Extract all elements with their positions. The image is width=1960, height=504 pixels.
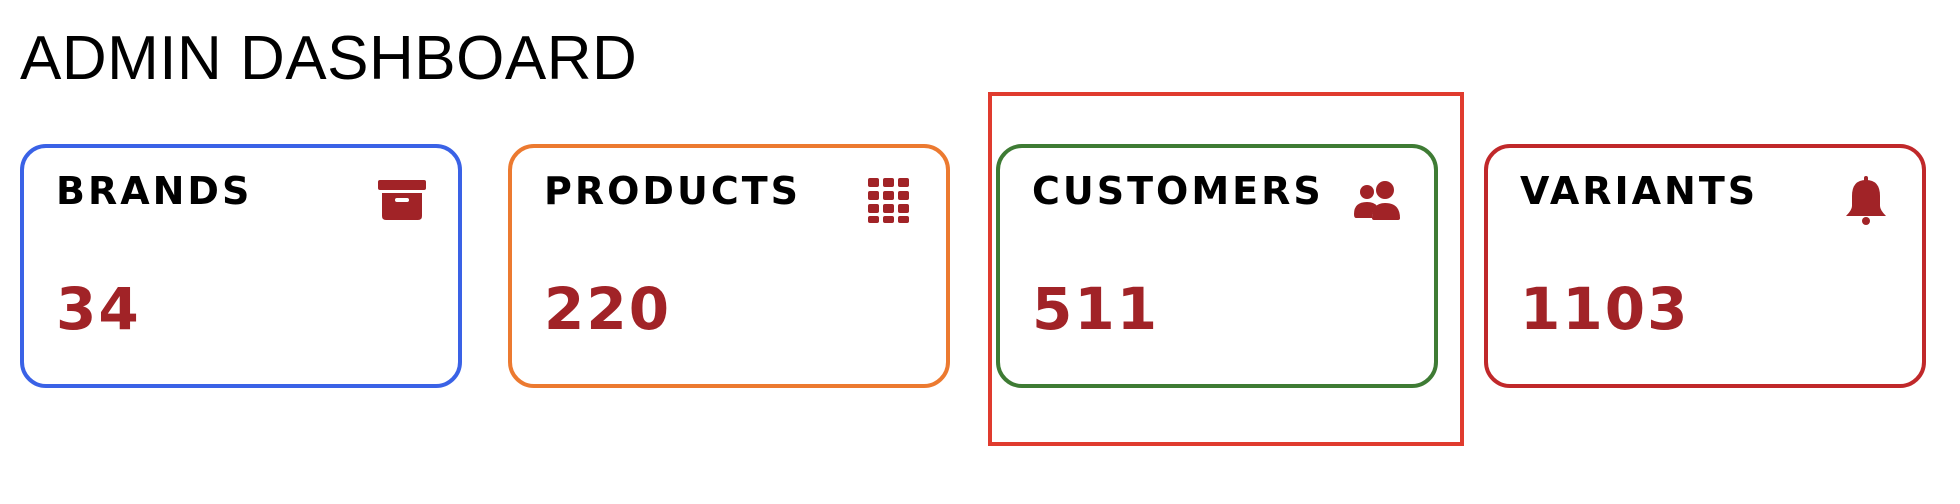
card-label: CUSTOMERS [1032,169,1324,213]
card-label: VARIANTS [1520,169,1759,213]
card-value: 511 [1032,275,1160,343]
card-brands[interactable]: BRANDS 34 [20,144,462,388]
card-customers[interactable]: CUSTOMERS 511 [996,144,1438,388]
card-value: 1103 [1520,275,1690,343]
bell-icon [1840,174,1892,226]
card-value: 34 [56,275,141,343]
card-products[interactable]: PRODUCTS 220 [508,144,950,388]
users-icon [1352,174,1404,226]
grid-icon [864,174,916,226]
card-variants[interactable]: VARIANTS 1103 [1484,144,1926,388]
archive-icon [376,174,428,226]
page-title: ADMIN DASHBOARD [20,24,638,93]
card-label: BRANDS [56,169,253,213]
card-value: 220 [544,275,672,343]
selection-highlight [988,92,1464,446]
card-label: PRODUCTS [544,169,801,213]
